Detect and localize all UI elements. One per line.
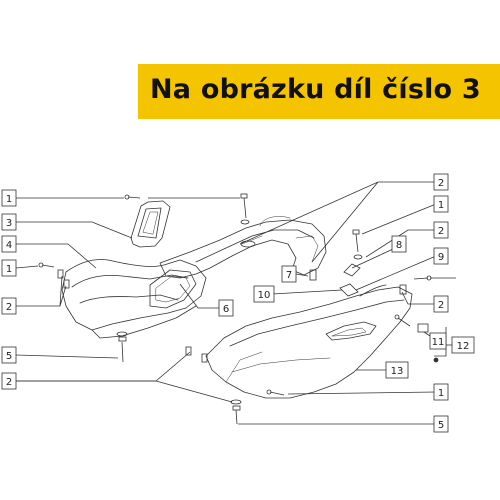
callout-2-right-upper[interactable]: 2 [433, 221, 449, 239]
svg-text:13: 13 [391, 366, 404, 377]
part-13-rear-cover [205, 286, 413, 399]
callout-11[interactable]: 11 [429, 332, 447, 350]
svg-text:1: 1 [6, 264, 12, 275]
svg-text:7: 7 [286, 270, 292, 281]
clip-icon [185, 346, 208, 363]
callout-1-top-left[interactable]: 1 [1, 189, 17, 207]
callout-7[interactable]: 7 [281, 265, 297, 283]
title-banner: Na obrázku díl číslo 3 [138, 64, 500, 119]
screw-icon [118, 336, 127, 363]
washer-icon [353, 254, 363, 260]
callout-2-right-mid[interactable]: 2 [433, 295, 449, 313]
screw-icon [352, 229, 360, 253]
svg-text:2: 2 [438, 300, 444, 311]
callout-5-left[interactable]: 5 [1, 346, 17, 364]
clip-icon [343, 263, 361, 277]
callout-2-top-right[interactable]: 2 [433, 173, 449, 191]
banner-title: Na obrázku díl číslo 3 [150, 74, 481, 105]
svg-text:11: 11 [432, 337, 445, 348]
screw-icon [413, 275, 432, 281]
svg-text:2: 2 [6, 377, 12, 388]
clip-icon [57, 269, 70, 289]
callout-3[interactable]: 3 [1, 213, 17, 231]
svg-text:1: 1 [438, 200, 444, 211]
callout-2-left[interactable]: 2 [1, 297, 17, 315]
screw-icon [240, 193, 248, 219]
washer-icon [230, 399, 242, 405]
clip-icon [339, 283, 359, 297]
screw-icon [38, 262, 55, 268]
callout-6[interactable]: 6 [218, 299, 234, 317]
clip-icon [309, 269, 317, 281]
washer-icon [116, 331, 128, 337]
callout-12[interactable]: 12 [451, 336, 475, 354]
svg-text:3: 3 [6, 218, 12, 229]
screw-icon [124, 194, 141, 200]
callout-boxes: 1 3 4 1 2 5 2 2 [1, 173, 475, 433]
svg-text:2: 2 [6, 302, 12, 313]
svg-text:2: 2 [438, 178, 444, 189]
callout-1-left[interactable]: 1 [1, 259, 17, 277]
svg-text:10: 10 [258, 290, 271, 301]
callout-4[interactable]: 4 [1, 235, 17, 253]
part-2-central-frame [159, 219, 327, 279]
svg-text:1: 1 [6, 194, 12, 205]
svg-text:6: 6 [223, 304, 229, 315]
screw-icon [232, 405, 241, 425]
svg-text:9: 9 [438, 252, 444, 263]
svg-text:5: 5 [6, 351, 12, 362]
callout-8[interactable]: 8 [391, 235, 407, 253]
screw-icon [266, 389, 285, 396]
callout-1-right[interactable]: 1 [433, 195, 449, 213]
hardware-group [38, 193, 439, 425]
callout-13[interactable]: 13 [385, 361, 409, 379]
washer-icon [240, 219, 250, 225]
leader-lines [15, 181, 456, 425]
svg-text:2: 2 [438, 226, 444, 237]
part-4-front-cover [61, 259, 207, 331]
lock-icon [394, 314, 439, 363]
part-3-cover [130, 200, 171, 248]
svg-text:8: 8 [396, 240, 402, 251]
callout-2-bottom-left[interactable]: 2 [1, 372, 17, 390]
svg-text:5: 5 [438, 420, 444, 431]
svg-text:12: 12 [457, 341, 470, 352]
callout-10[interactable]: 10 [253, 285, 275, 303]
svg-text:1: 1 [438, 388, 444, 399]
svg-text:4: 4 [6, 240, 12, 251]
callout-5-bottom-right[interactable]: 5 [433, 415, 449, 433]
callout-9[interactable]: 9 [433, 247, 449, 265]
callout-1-bottom-right[interactable]: 1 [433, 383, 449, 401]
